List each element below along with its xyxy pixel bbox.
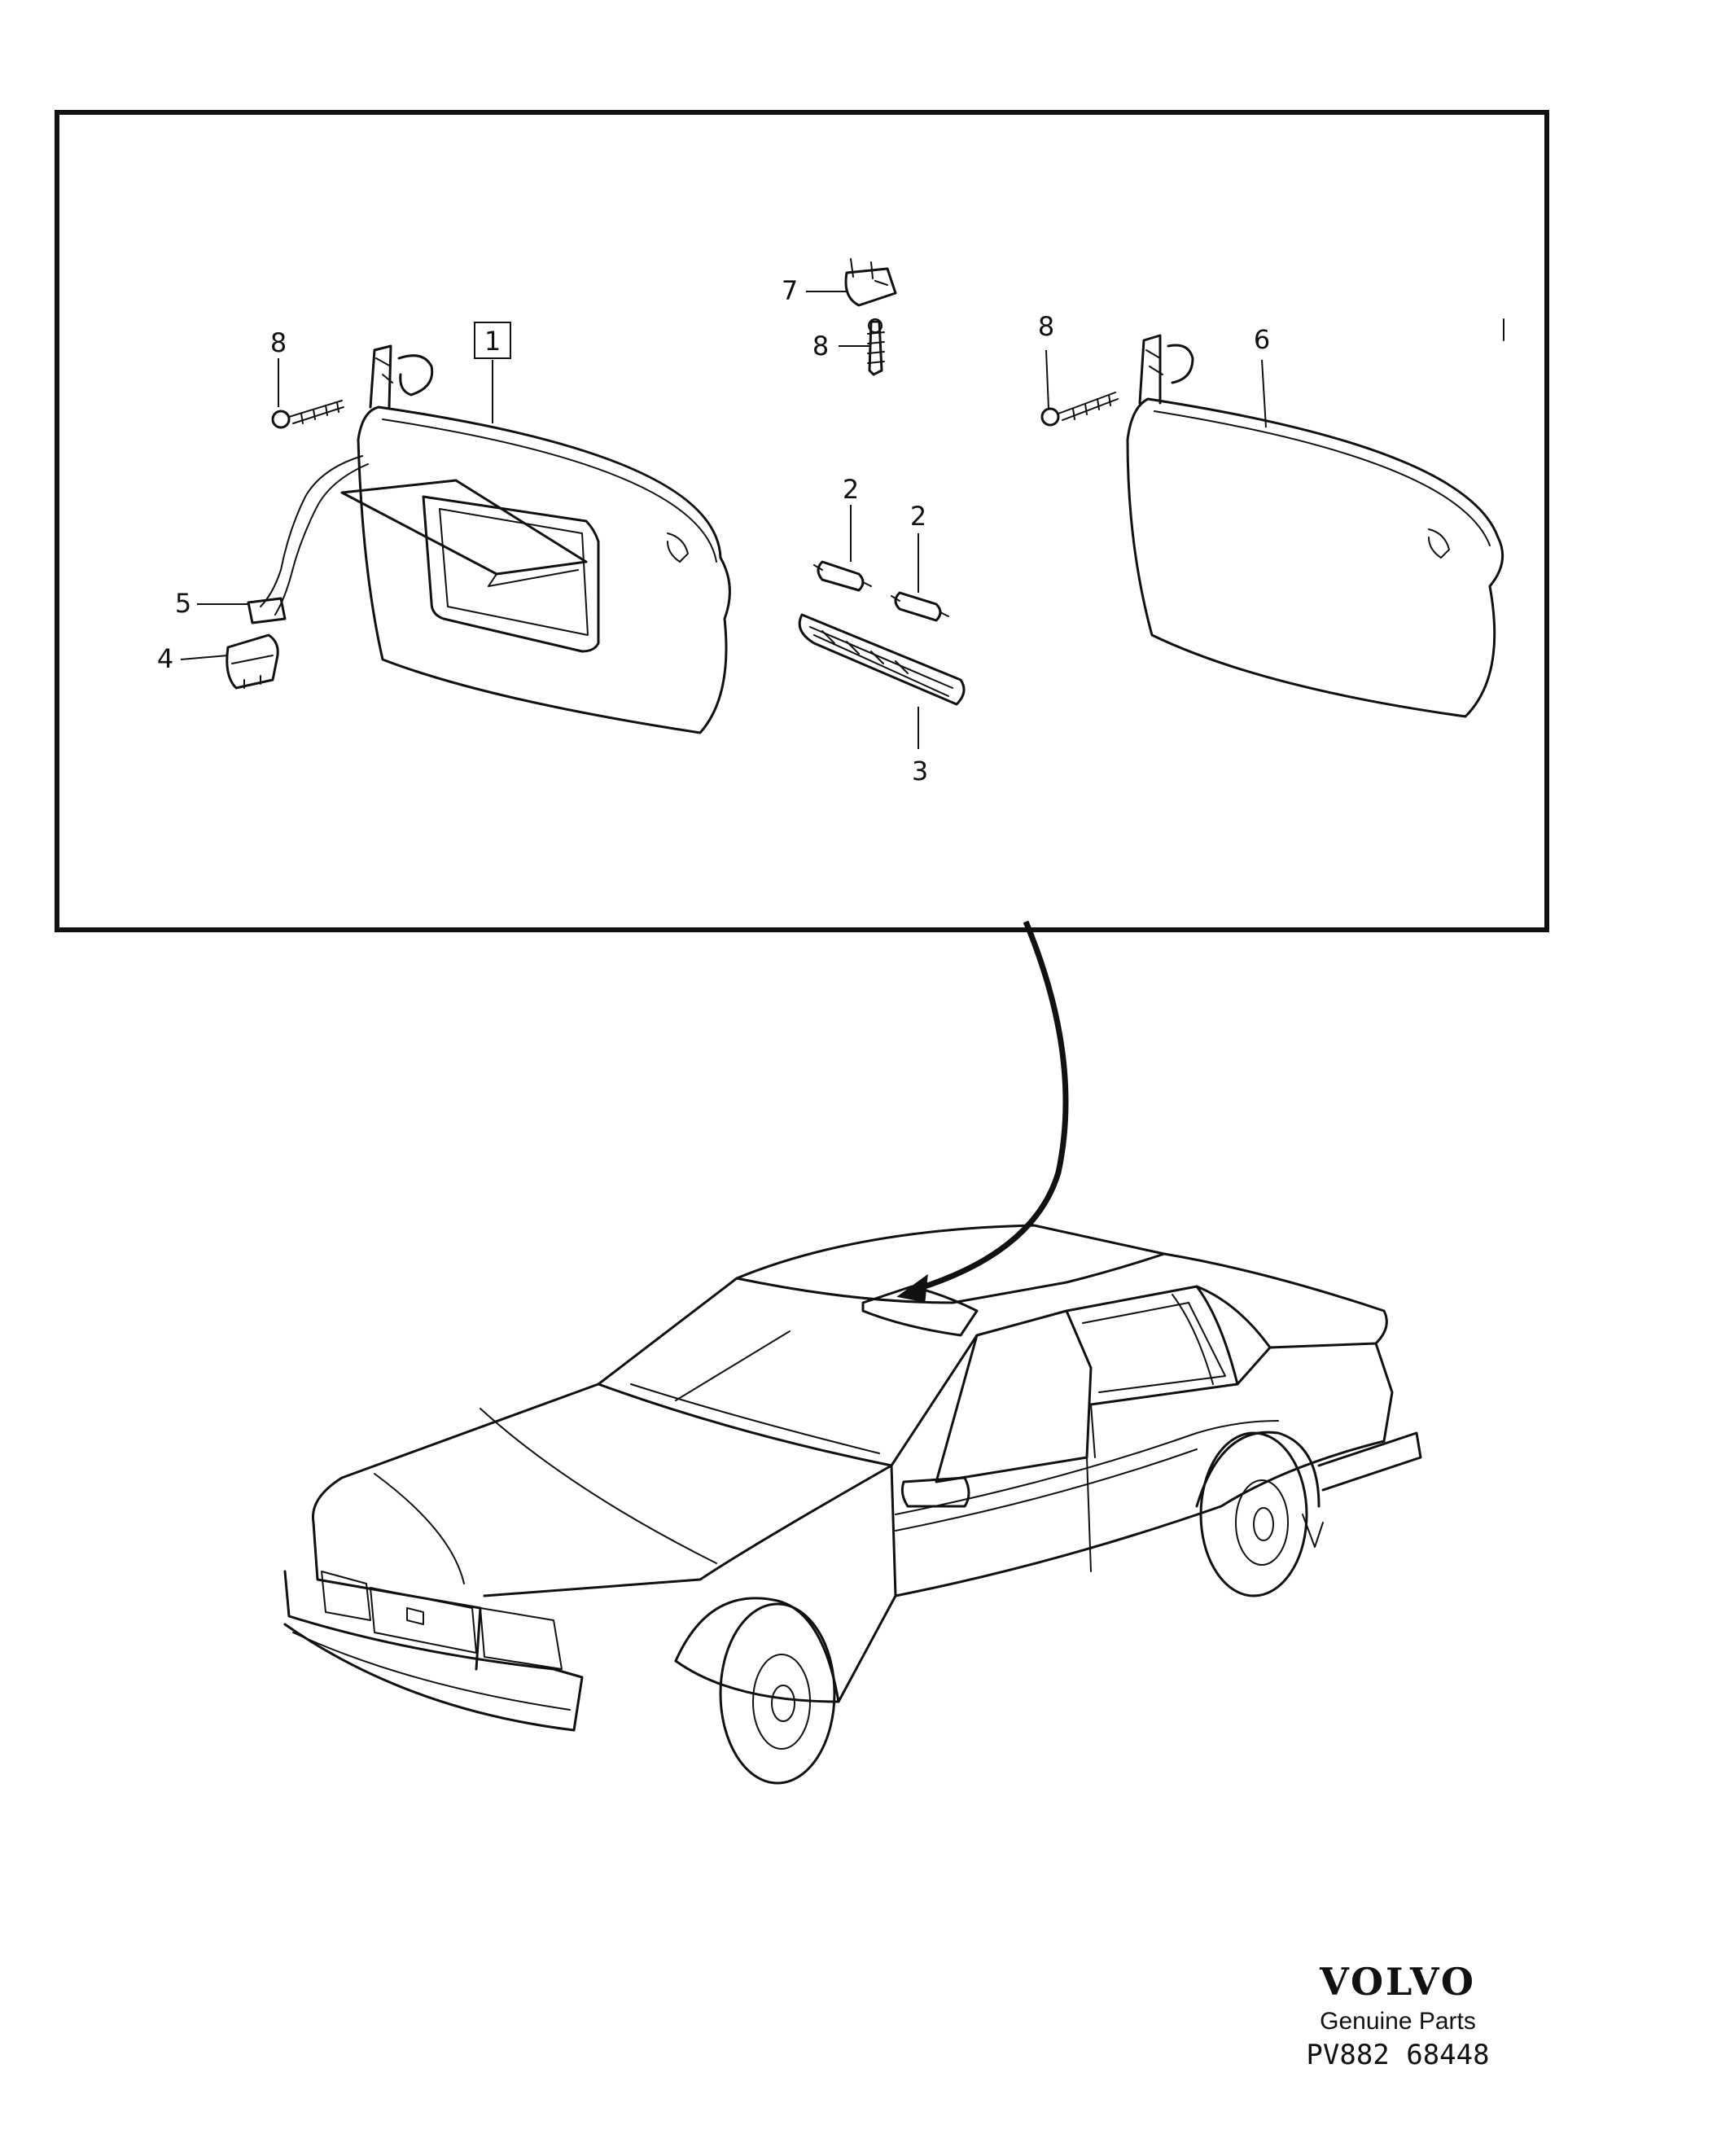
- callout-box-1: [474, 322, 511, 359]
- brand-subtitle: Genuine Parts: [1320, 2008, 1476, 2035]
- leader-lines: [180, 291, 1267, 749]
- part-code: PV882 68448: [1306, 2039, 1489, 2071]
- callout-8-right: 8: [1038, 311, 1054, 342]
- brand-block: VOLVO Genuine Parts PV882 68448: [1306, 1960, 1489, 2071]
- detail-frame: [55, 110, 1549, 932]
- car-illustration: [283, 1224, 1422, 1785]
- callout-1: 1: [484, 326, 501, 357]
- location-arrow: [896, 920, 1069, 1303]
- callout-5: 5: [175, 588, 191, 619]
- left-sun-visor: [226, 344, 731, 734]
- callout-7: 7: [782, 275, 798, 306]
- callout-8-center: 8: [812, 331, 829, 362]
- callout-4: 4: [157, 643, 173, 674]
- right-sun-visor: [1040, 334, 1504, 718]
- callout-2-left: 2: [843, 474, 859, 505]
- volvo-logo: VOLVO: [1319, 1960, 1476, 2004]
- callout-8-left: 8: [270, 327, 287, 358]
- callout-2-right: 2: [910, 501, 926, 532]
- callouts: 1 8 2 2 3 5 4 6 7 8 8: [157, 275, 1270, 787]
- callout-3: 3: [912, 756, 928, 787]
- center-parts: [798, 258, 966, 706]
- callout-6: 6: [1254, 324, 1270, 355]
